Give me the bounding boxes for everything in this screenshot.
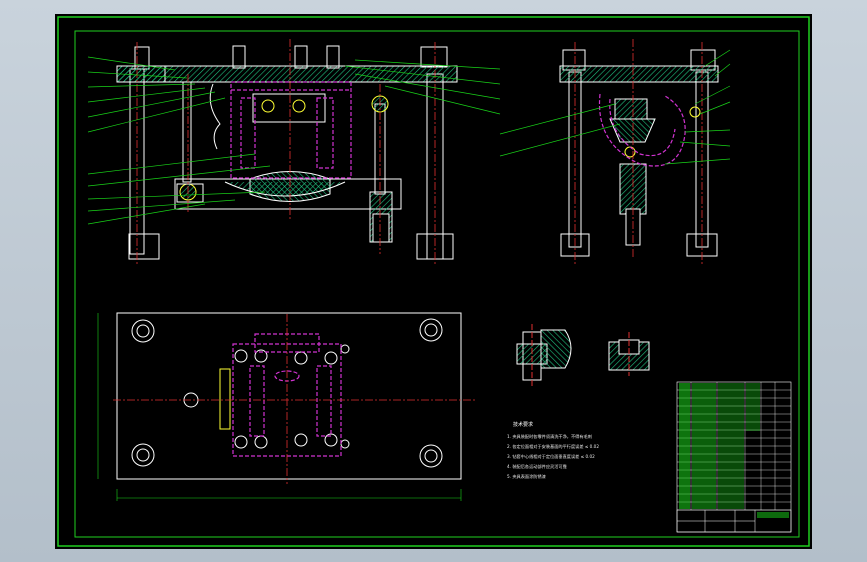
side-view-hidden (598, 93, 686, 167)
top-view (116, 312, 462, 480)
tech-note-line: 3. 钻套中心线相对于定位面垂直度误差 ≤ 0.02 (507, 453, 595, 460)
front-view-leaders (87, 56, 501, 225)
title-block (676, 381, 792, 533)
parts-list-fill (679, 383, 760, 509)
tech-notes: 技术要求 1. 夹具装配时各零件须清洗干净，不得有毛刺 2. 各定位面相对于安装… (507, 421, 599, 480)
tech-note-line: 5. 夹具表面涂防锈漆 (507, 473, 546, 480)
top-view-centerlines (113, 314, 475, 484)
front-view-centerlines (136, 39, 436, 264)
tech-note-line: 2. 各定位面相对于安装基面的平行度误差 ≤ 0.02 (507, 443, 599, 450)
front-view (116, 45, 458, 260)
section-detail-a (516, 324, 572, 386)
side-view-centerlines (574, 39, 703, 264)
top-view-dimensions (97, 313, 462, 501)
fixture-drawing: 技术要求 1. 夹具装配时各零件须清洗干净，不得有毛刺 2. 各定位面相对于安装… (57, 16, 810, 547)
side-view (559, 49, 719, 257)
front-view-hidden (230, 81, 352, 179)
side-view-leaders (499, 49, 731, 165)
cad-viewport[interactable]: 技术要求 1. 夹具装配时各零件须清洗干净，不得有毛刺 2. 各定位面相对于安装… (55, 14, 812, 549)
inner-frame (74, 30, 800, 538)
title-cells (676, 509, 792, 533)
outer-frame (57, 16, 810, 547)
section-detail-b (608, 332, 650, 376)
tech-notes-title: 技术要求 (513, 421, 533, 428)
tech-note-line: 4. 装配后各运动部件应灵活可靠 (507, 463, 567, 470)
tech-note-line: 1. 夹具装配时各零件须清洗干净，不得有毛刺 (507, 433, 592, 440)
